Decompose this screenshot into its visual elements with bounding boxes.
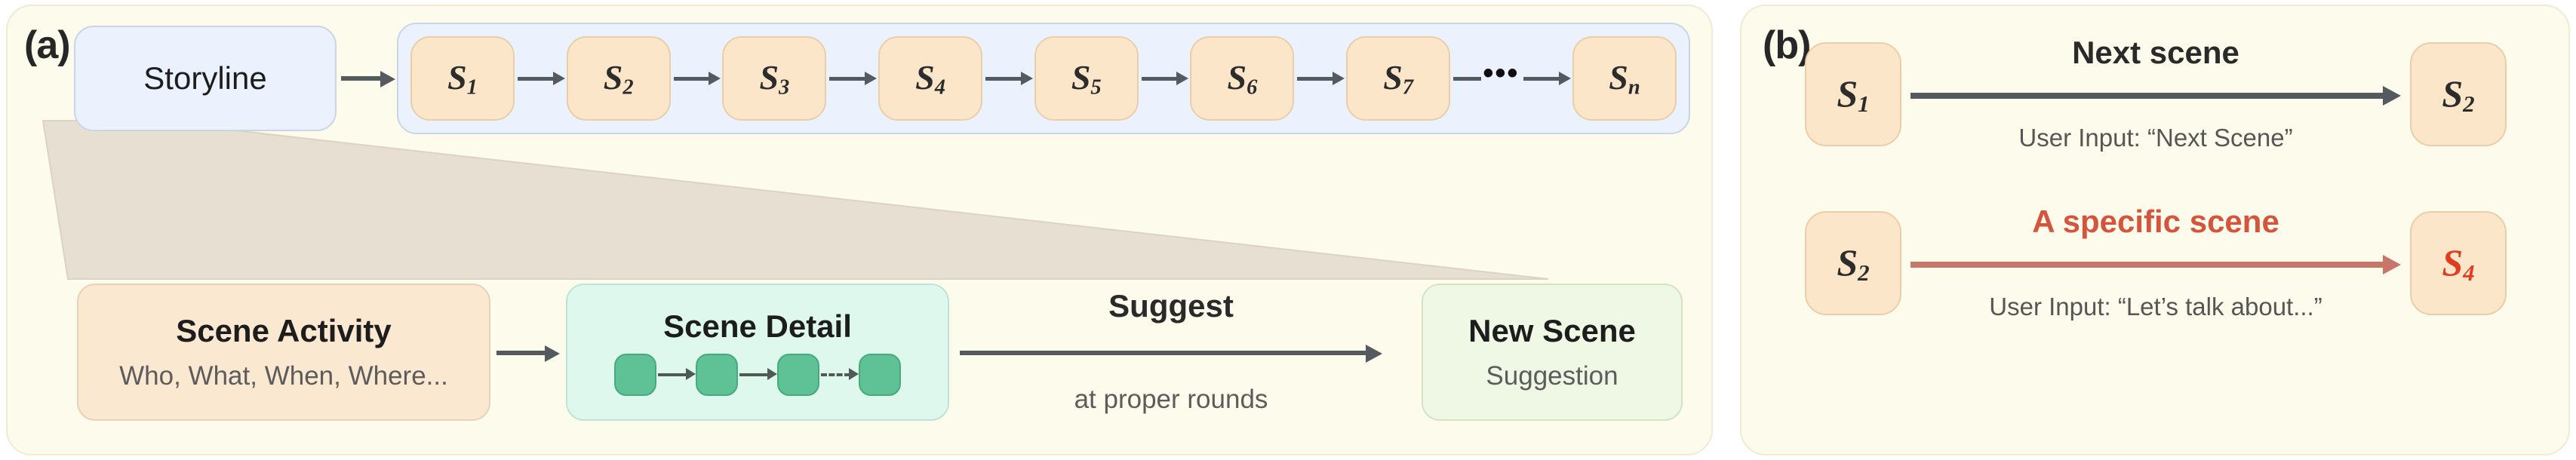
panel-a-label: (a) xyxy=(24,23,71,67)
sequence-arrow-icon xyxy=(826,72,878,85)
detail-node[interactable] xyxy=(696,354,738,396)
scene-node-label: S4 xyxy=(2442,241,2475,286)
arrow-storyline-to-sequence xyxy=(341,71,395,87)
scene-activity-title: Scene Activity xyxy=(176,313,392,348)
detail-arrow-icon xyxy=(738,368,777,380)
scene-node[interactable]: S5 xyxy=(1034,36,1139,121)
scene-node[interactable]: S3 xyxy=(722,36,827,121)
new-scene-subtitle: Suggestion xyxy=(1486,361,1618,391)
scene-node-label: Sn xyxy=(1609,57,1640,100)
transition-edge-sublabel: User Input: “Let’s talk about...” xyxy=(1989,293,2322,320)
panel-a: (a) Storyline S1 S2 S3 S4 S5 S6 S7 ••• Sn Scene … xyxy=(6,5,1713,455)
scene-node[interactable]: S7 xyxy=(1346,36,1451,121)
sequence-ellipsis: ••• xyxy=(1483,57,1520,90)
sequence-arrow-icon xyxy=(671,72,723,85)
scene-node-label: S5 xyxy=(1071,57,1102,100)
scene-node-label: S1 xyxy=(1837,72,1870,117)
detail-node[interactable] xyxy=(859,354,901,396)
transition-edge-sublabel: User Input: “Next Scene” xyxy=(2018,124,2293,152)
sequence-arrow-icon xyxy=(1450,73,1482,84)
scene-activity-box[interactable]: Scene Activity Who, What, When, Where... xyxy=(77,284,490,421)
detail-arrow-dashed-icon xyxy=(819,368,859,380)
transition-arrow-icon xyxy=(1910,255,2401,274)
sequence-arrow-icon xyxy=(982,72,1034,85)
new-scene-title: New Scene xyxy=(1468,313,1636,348)
scene-sequence-strip: S1 S2 S3 S4 S5 S6 S7 ••• Sn xyxy=(397,23,1690,134)
scene-node-label: S6 xyxy=(1227,57,1258,100)
scene-node-label: S2 xyxy=(603,57,634,100)
transition-target-node[interactable]: S2 xyxy=(2410,42,2507,146)
scene-node[interactable]: S4 xyxy=(878,36,983,121)
suggest-sublabel: at proper rounds xyxy=(1074,385,1268,414)
transition-source-node[interactable]: S1 xyxy=(1805,42,1901,146)
transition-edge-label: Next scene xyxy=(2072,35,2239,70)
scene-node-label: S3 xyxy=(759,57,790,100)
scene-detail-title: Scene Detail xyxy=(663,308,852,344)
sequence-arrow-icon xyxy=(1520,72,1572,85)
detail-node[interactable] xyxy=(777,354,819,396)
sequence-arrow-icon xyxy=(1139,72,1191,85)
scene-node-label: S4 xyxy=(915,57,945,100)
scene-node-label: S2 xyxy=(2442,72,2475,117)
scene-node[interactable]: S6 xyxy=(1190,36,1295,121)
suggest-edge: Suggest at proper rounds xyxy=(960,284,1382,421)
transition-source-node[interactable]: S2 xyxy=(1805,211,1901,315)
scene-node-label: S7 xyxy=(1383,57,1414,100)
detail-arrow-icon xyxy=(656,368,696,380)
sequence-arrow-icon xyxy=(1294,72,1346,85)
suggest-label: Suggest xyxy=(1108,288,1234,324)
storyline-box[interactable]: Storyline xyxy=(74,26,337,131)
scene-node-label: S2 xyxy=(1837,241,1870,286)
scene-node[interactable]: S1 xyxy=(410,36,515,121)
scene-node-label: S1 xyxy=(447,57,478,100)
suggest-arrow-icon xyxy=(960,345,1382,363)
transition-arrow-icon xyxy=(1910,86,2401,106)
scene-detail-box[interactable]: Scene Detail xyxy=(566,284,949,421)
storyline-label: Storyline xyxy=(143,60,267,96)
scene-activity-subtitle: Who, What, When, Where... xyxy=(119,361,448,391)
sequence-arrow-icon xyxy=(515,72,567,85)
arrow-activity-to-detail xyxy=(496,345,560,362)
transition-edge-label: A specific scene xyxy=(2032,204,2279,239)
transition-target-node[interactable]: S4 xyxy=(2410,211,2507,315)
detail-node[interactable] xyxy=(614,354,656,396)
new-scene-box[interactable]: New Scene Suggestion xyxy=(1422,284,1683,421)
scene-detail-chain xyxy=(614,354,901,396)
panel-b-label: (b) xyxy=(1763,23,1811,67)
scene-node[interactable]: Sn xyxy=(1572,36,1677,121)
scene-node[interactable]: S2 xyxy=(566,36,671,121)
